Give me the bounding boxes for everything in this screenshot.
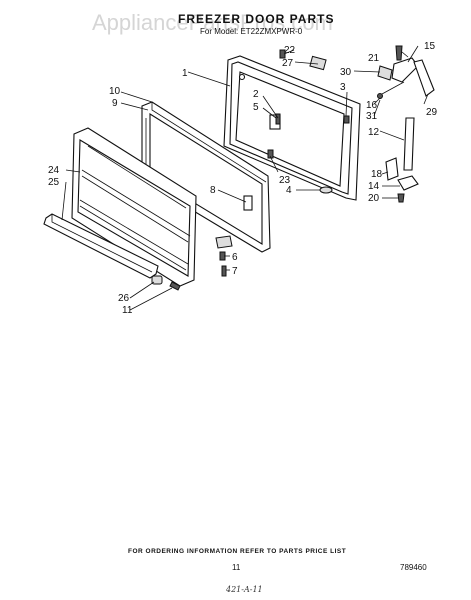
callout-18: 18 <box>371 169 383 180</box>
callout-6: 6 <box>232 252 238 263</box>
callout-30: 30 <box>340 67 352 78</box>
document-number: 789460 <box>400 563 427 572</box>
callout-24: 24 <box>48 165 60 176</box>
callout-29: 29 <box>426 107 438 118</box>
callout-27: 27 <box>282 58 294 69</box>
callout-9: 9 <box>112 98 118 109</box>
callout-labels: 1 2 3 4 5 6 7 8 9 10 11 12 14 15 16 18 2… <box>48 41 438 316</box>
callout-10: 10 <box>109 86 121 97</box>
shelf-end-cap <box>151 275 163 285</box>
model-subtitle: For Model: ET22ZMXPWR-0 <box>200 27 303 36</box>
callout-7: 7 <box>232 266 238 277</box>
callout-16: 16 <box>366 100 378 111</box>
handwritten-note: 421-A-11 <box>225 585 263 594</box>
callout-12: 12 <box>368 127 380 138</box>
callout-3: 3 <box>340 82 346 93</box>
callout-23: 23 <box>279 175 291 186</box>
callout-26: 26 <box>118 293 130 304</box>
callout-2: 2 <box>253 89 259 100</box>
leader-lines <box>61 45 429 311</box>
door-shelf-bar <box>43 213 159 279</box>
callout-14: 14 <box>368 181 380 192</box>
ordering-note: FOR ORDERING INFORMATION REFER TO PARTS … <box>128 548 346 555</box>
hinge-assembly <box>377 45 435 203</box>
callout-1: 1 <box>182 68 188 79</box>
callout-8: 8 <box>210 185 216 196</box>
callout-21: 21 <box>368 53 380 64</box>
callout-20: 20 <box>368 193 380 204</box>
diagram-title: FREEZER DOOR PARTS <box>178 12 334 26</box>
door-liner <box>71 127 197 287</box>
callout-15: 15 <box>424 41 436 52</box>
inner-door-panel <box>223 55 361 201</box>
page-number: 11 <box>232 563 241 572</box>
screw-bottom <box>169 281 181 291</box>
watermark: AppliancePartsPros.com <box>92 10 333 35</box>
callout-4: 4 <box>286 185 292 196</box>
callout-5: 5 <box>253 102 259 113</box>
callout-25: 25 <box>48 177 60 188</box>
callout-11-bottom: 11 <box>122 305 133 316</box>
callout-31: 31 <box>366 111 378 122</box>
callout-22: 22 <box>284 45 296 56</box>
